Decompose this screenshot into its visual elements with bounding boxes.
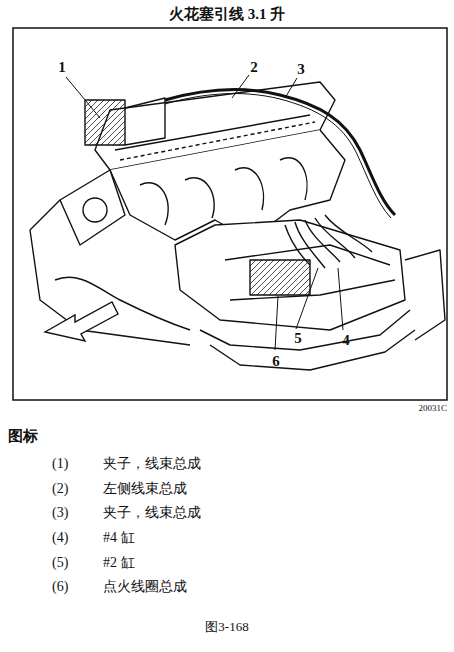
figure-code: 20031C [418, 404, 447, 414]
legend-number: (1) [52, 456, 68, 471]
legend-number: (4) [52, 530, 68, 545]
legend-number: (6) [52, 579, 68, 594]
legend-text: 夹子，线束总成 [103, 505, 201, 520]
callout-number: 2 [250, 59, 258, 76]
legend-heading: 图标 [8, 428, 38, 445]
legend-text: 左侧线束总成 [103, 481, 187, 496]
legend-text: #4 缸 [103, 530, 135, 545]
legend-number: (3) [52, 505, 68, 520]
callout-number: 6 [272, 353, 280, 370]
legend-number: (5) [52, 555, 68, 570]
legend-text: 夹子，线束总成 [103, 456, 201, 471]
callout-number: 1 [58, 59, 66, 76]
legend-number: (2) [52, 481, 68, 496]
legend-text: #2 缸 [103, 555, 135, 570]
diagram-title: 火花塞引线 3.1 升 [169, 6, 285, 23]
callout-number: 3 [297, 61, 305, 78]
callout-number: 4 [342, 332, 350, 349]
figure-caption: 图3-168 [205, 620, 248, 634]
legend-text: 点火线圈总成 [103, 579, 187, 594]
callout-number: 5 [294, 330, 302, 347]
